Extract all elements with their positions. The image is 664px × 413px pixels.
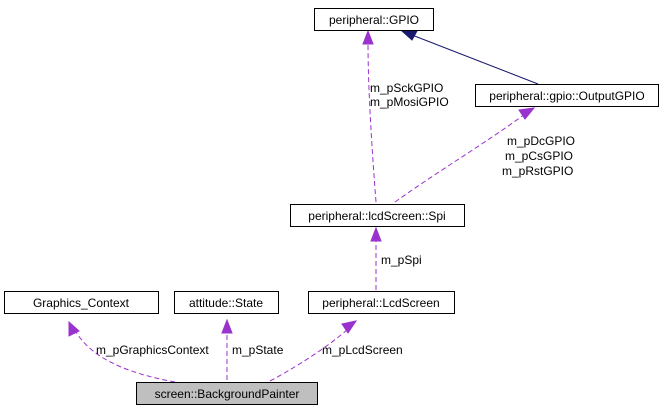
edge-label-mosi-gpio: m_pMosiGPIO bbox=[370, 95, 449, 109]
edge-outputgpio-inherits-gpio bbox=[400, 30, 539, 85]
edge-lcdscreen-to-spi bbox=[370, 226, 382, 290]
node-lcd-screen[interactable]: peripheral::LcdScreen bbox=[308, 291, 455, 314]
node-gpio[interactable]: peripheral::GPIO bbox=[314, 8, 434, 31]
edge-label-graphics-context: m_pGraphicsContext bbox=[96, 343, 209, 357]
edge-painter-to-state bbox=[221, 318, 233, 380]
usage-arrowhead bbox=[68, 320, 80, 337]
node-label: peripheral::gpio::OutputGPIO bbox=[489, 89, 644, 103]
node-background-painter[interactable]: screen::BackgroundPainter bbox=[136, 382, 318, 405]
node-output-gpio[interactable]: peripheral::gpio::OutputGPIO bbox=[475, 84, 659, 107]
usage-arrowhead bbox=[370, 226, 382, 242]
node-label: Graphics_Context bbox=[33, 296, 130, 310]
node-attitude-state[interactable]: attitude::State bbox=[174, 291, 279, 314]
edge-spi-to-outputgpio bbox=[394, 107, 536, 203]
usage-arrowhead bbox=[362, 29, 374, 45]
usage-arrowhead bbox=[221, 318, 233, 334]
usage-arrowhead bbox=[518, 107, 536, 120]
inheritance-arrowhead bbox=[400, 30, 418, 41]
node-graphics-context[interactable]: Graphics_Context bbox=[4, 291, 159, 314]
edge-label-state: m_pState bbox=[232, 343, 284, 357]
node-label: peripheral::LcdScreen bbox=[322, 296, 439, 310]
edge-painter-to-graphics-context bbox=[68, 320, 176, 383]
node-label: screen::BackgroundPainter bbox=[155, 387, 300, 401]
node-lcd-spi[interactable]: peripheral::lcdScreen::Spi bbox=[290, 204, 465, 227]
edge-spi-to-gpio bbox=[362, 29, 377, 203]
edge-label-sck-gpio: m_pSckGPIO bbox=[370, 81, 443, 95]
edge-label-cs-gpio: m_pCsGPIO bbox=[505, 149, 573, 163]
node-label: attitude::State bbox=[189, 296, 263, 310]
edge-label-rst-gpio: m_pRstGPIO bbox=[502, 164, 573, 178]
node-label: peripheral::lcdScreen::Spi bbox=[308, 209, 445, 223]
usage-arrowhead bbox=[341, 320, 358, 334]
edge-label-dc-gpio: m_pDcGPIO bbox=[507, 134, 575, 148]
edge-painter-to-lcdscreen bbox=[269, 320, 358, 382]
node-label: peripheral::GPIO bbox=[329, 13, 419, 27]
edge-label-spi: m_pSpi bbox=[381, 253, 422, 267]
edge-label-lcd-screen: m_pLcdScreen bbox=[322, 343, 403, 357]
